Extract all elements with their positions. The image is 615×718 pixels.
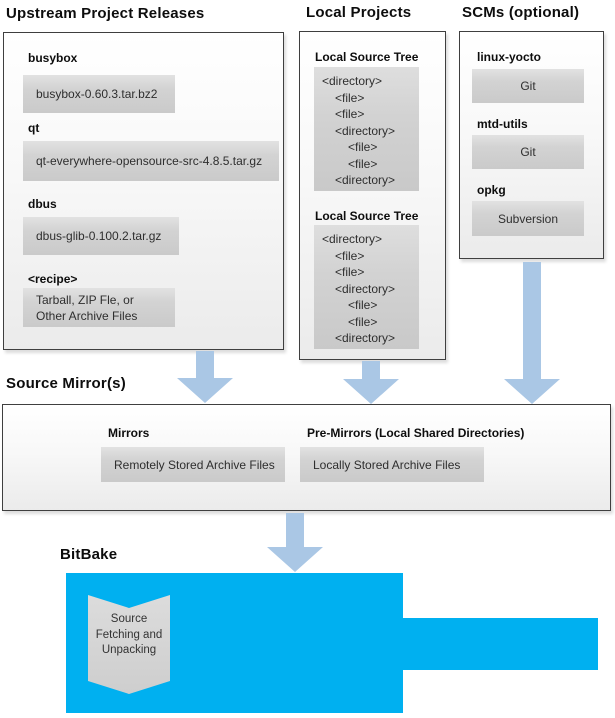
tree-line: <directory> bbox=[335, 173, 396, 187]
scm-tool-box: Subversion bbox=[472, 201, 584, 236]
local-source-tree-label: Local Source Tree bbox=[315, 50, 419, 64]
local-source-tree-label: Local Source Tree bbox=[315, 209, 419, 223]
local-projects-title: Local Projects bbox=[306, 4, 412, 21]
archive-file-box: busybox-0.60.3.tar.bz2 bbox=[23, 75, 175, 113]
tree-line: <directory> bbox=[322, 74, 383, 88]
archive-file-box: qt-everywhere-opensource-src-4.8.5.tar.g… bbox=[23, 141, 279, 181]
arrow-local-to-mirrors bbox=[343, 361, 399, 404]
step-line: Fetching and bbox=[95, 628, 163, 641]
arrow-upstream-to-mirrors bbox=[177, 351, 233, 403]
archive-file-name: qt-everywhere-opensource-src-4.8.5.tar.g… bbox=[36, 154, 263, 168]
scms-panel: linux-yocto Git mtd-utils Git opkg Subve… bbox=[459, 31, 604, 259]
source-fetching-step: Source Fetching and Unpacking bbox=[88, 595, 170, 694]
local-source-tree-box: <directory> <file> <file> <directory> <f… bbox=[314, 225, 419, 349]
recipe-name-label: qt bbox=[28, 121, 40, 135]
upstream-title: Upstream Project Releases bbox=[6, 5, 205, 22]
tree-line: <directory> bbox=[335, 281, 396, 296]
premirrors-box: Locally Stored Archive Files bbox=[300, 447, 484, 482]
tree-line: <file> bbox=[335, 107, 365, 121]
premirrors-value: Locally Stored Archive Files bbox=[313, 457, 461, 472]
mirrors-box: Remotely Stored Archive Files bbox=[101, 447, 285, 482]
tree-line: <directory> bbox=[335, 331, 396, 345]
tree-line: <file> bbox=[335, 248, 365, 263]
step-line: Unpacking bbox=[101, 644, 157, 656]
archive-file-box: dbus-glib-0.100.2.tar.gz bbox=[23, 217, 179, 255]
recipe-name-label: <recipe> bbox=[28, 272, 78, 286]
scm-recipe-label: opkg bbox=[477, 183, 506, 197]
bitbake-title: BitBake bbox=[60, 546, 118, 563]
source-mirrors-title: Source Mirror(s) bbox=[6, 375, 126, 392]
premirrors-label: Pre-Mirrors (Local Shared Directories) bbox=[307, 426, 525, 440]
scm-tool-name: Git bbox=[520, 145, 536, 159]
local-projects-panel: Local Source Tree <directory> <file> <fi… bbox=[299, 31, 446, 360]
bitbake-box: Source Fetching and Unpacking bbox=[66, 573, 403, 713]
local-source-tree-box: <directory> <file> <file> <directory> <f… bbox=[314, 67, 419, 191]
tree-line: <file> bbox=[348, 298, 378, 312]
archive-file-box: Tarball, ZIP Fle, or Other Archive Files bbox=[23, 288, 175, 327]
archive-file-desc-line: Tarball, ZIP Fle, or bbox=[36, 292, 134, 307]
tree-line: <directory> bbox=[335, 123, 396, 138]
scm-tool-box: Git bbox=[472, 135, 584, 169]
mirrors-label: Mirrors bbox=[108, 426, 150, 440]
tree-line: <file> bbox=[348, 314, 378, 329]
tree-line: <directory> bbox=[322, 232, 383, 246]
arrow-mirrors-to-bitbake bbox=[267, 513, 323, 572]
recipe-name-label: dbus bbox=[28, 197, 57, 211]
tree-line: <file> bbox=[348, 156, 378, 171]
tree-line: <file> bbox=[348, 140, 378, 154]
tree-line: <file> bbox=[335, 265, 365, 279]
scm-recipe-label: linux-yocto bbox=[477, 50, 542, 64]
scm-tool-box: Git bbox=[472, 69, 584, 103]
scms-title: SCMs (optional) bbox=[462, 4, 580, 21]
source-mirrors-panel: Mirrors Remotely Stored Archive Files Pr… bbox=[2, 404, 611, 511]
archive-file-desc-line: Other Archive Files bbox=[36, 308, 138, 323]
scm-recipe-label: mtd-utils bbox=[477, 117, 528, 131]
scm-tool-name: Git bbox=[520, 79, 536, 93]
arrow-scms-to-mirrors bbox=[504, 262, 560, 404]
archive-file-name: dbus-glib-0.100.2.tar.gz bbox=[36, 229, 162, 243]
upstream-panel: busybox busybox-0.60.3.tar.bz2 qt qt-eve… bbox=[3, 32, 284, 350]
tree-line: <file> bbox=[335, 90, 365, 105]
archive-file-name: busybox-0.60.3.tar.bz2 bbox=[36, 87, 158, 101]
step-line: Source bbox=[110, 613, 148, 625]
mirrors-value: Remotely Stored Archive Files bbox=[114, 457, 275, 472]
scm-tool-name: Subversion bbox=[497, 211, 559, 226]
recipe-name-label: busybox bbox=[28, 51, 78, 65]
bitbake-output-bar bbox=[403, 618, 598, 670]
